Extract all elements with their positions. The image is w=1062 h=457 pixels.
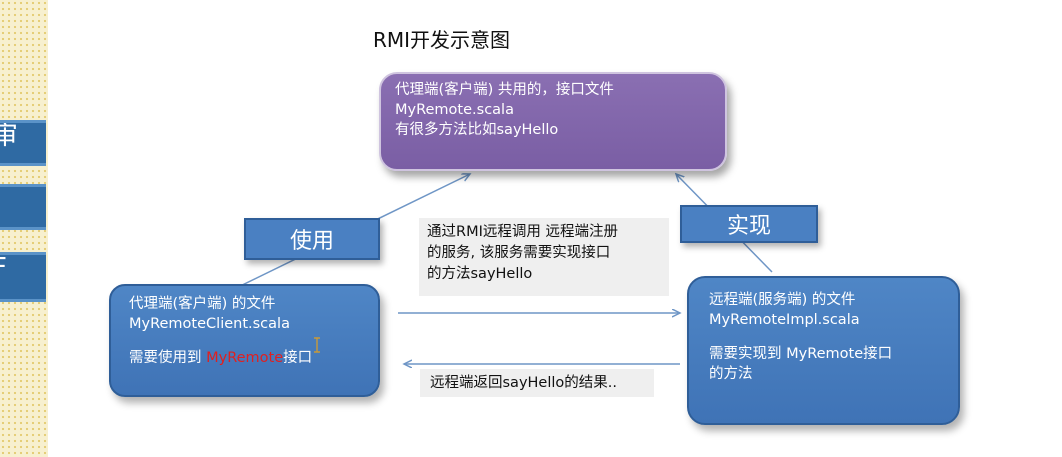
client-interface-highlight: MyRemote [206,350,284,366]
client-line-3-prefix: 需要使用到 [129,350,207,366]
client-line-3-suffix: 接口 [283,350,313,366]
interface-line-2: MyRemote.scala [395,102,514,118]
client-file-box: 代理端(客户端) 的文件 MyRemoteClient.scala 需要使用到 … [109,284,380,397]
fragment-tab-1: 审 [0,120,46,166]
interface-file-box: 代理端(客户端) 共用的，接口文件 MyRemote.scala 有很多方法比如… [379,72,727,171]
server-line-1: 远程端(服务端) 的文件 [709,292,856,308]
implement-label: 实现 [680,205,818,243]
background-window-fragment: 审 F [0,0,48,457]
client-line-1: 代理端(客户端) 的文件 [129,296,276,312]
spacer [709,330,938,344]
server-line-4: 的方法 [709,366,753,382]
server-line-3: 需要实现到 MyRemote接口 [709,346,893,362]
call-note-line-1: 通过RMI远程调用 远程端注册 [427,224,618,240]
client-line-3: 需要使用到 MyRemote接口 [129,348,360,368]
call-note-line-3: 的方法sayHello [427,266,533,282]
text-cursor-icon [314,337,320,353]
return-result-note: 远程端返回sayHello的结果.. [420,369,654,397]
fragment-tab-2 [0,184,46,230]
diagram-title: RMI开发示意图 [373,28,511,52]
remote-call-note: 通过RMI远程调用 远程端注册 的服务, 该服务需要实现接口 的方法sayHel… [419,218,669,296]
interface-line-3: 有很多方法比如sayHello [395,122,559,138]
fragment-tab-3: F [0,252,46,302]
client-line-2: MyRemoteClient.scala [129,316,290,332]
call-note-line-2: 的服务, 该服务需要实现接口 [427,245,611,261]
interface-line-1: 代理端(客户端) 共用的，接口文件 [395,82,614,98]
use-label: 使用 [244,218,380,260]
fragment-char: F [0,255,7,283]
fragment-char: 审 [0,123,18,151]
server-line-2: MyRemoteImpl.scala [709,312,860,328]
server-file-box: 远程端(服务端) 的文件 MyRemoteImpl.scala 需要实现到 My… [687,276,960,425]
spacer [129,334,360,348]
